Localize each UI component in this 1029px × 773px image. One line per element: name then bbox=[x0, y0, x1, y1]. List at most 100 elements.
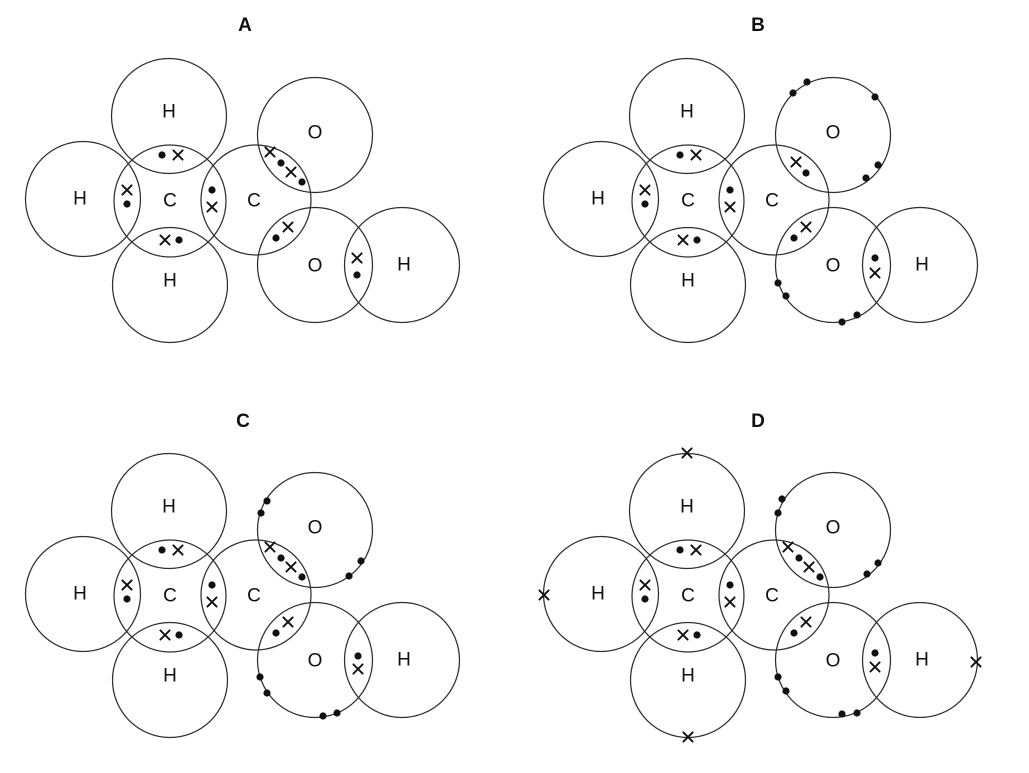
electron-cross bbox=[782, 541, 794, 553]
electron-cross bbox=[285, 166, 297, 178]
electron-dot bbox=[774, 673, 782, 681]
atom-circle-o-bottom bbox=[256, 206, 374, 324]
atom-symbol-h-right: H bbox=[915, 255, 929, 276]
electron-dot bbox=[693, 631, 701, 639]
atom-symbol-h-top: H bbox=[680, 102, 694, 123]
electron-dot bbox=[256, 673, 264, 681]
atom-circle-c-left bbox=[113, 144, 227, 258]
atom-symbol-c-right: C bbox=[247, 191, 261, 212]
electron-cross bbox=[538, 589, 550, 601]
electron-dot bbox=[863, 570, 871, 578]
electron-cross bbox=[285, 561, 297, 573]
atom-circle-c-left bbox=[631, 539, 745, 653]
electron-cross bbox=[352, 663, 364, 675]
electron-cross bbox=[264, 541, 276, 553]
electron-dot bbox=[333, 709, 341, 717]
electron-cross bbox=[351, 252, 363, 264]
electron-dot bbox=[298, 573, 306, 581]
electron-cross bbox=[724, 596, 736, 608]
electron-dot bbox=[838, 710, 846, 718]
atom-circle-h-top bbox=[110, 57, 228, 175]
electron-dot bbox=[816, 573, 824, 581]
electron-dot bbox=[272, 629, 280, 637]
atom-symbol-o-top: O bbox=[308, 123, 323, 144]
atom-circle-c-right bbox=[718, 144, 830, 256]
atom-circle-o-bottom bbox=[774, 601, 892, 719]
electron-dot bbox=[774, 279, 782, 287]
electron-dot bbox=[790, 234, 798, 242]
electron-dot bbox=[790, 629, 798, 637]
atom-circle-h-right bbox=[343, 206, 461, 324]
electron-cross bbox=[800, 616, 812, 628]
electron-dot bbox=[208, 186, 216, 194]
atom-symbol-h-right: H bbox=[915, 650, 929, 671]
electron-dot bbox=[272, 234, 280, 242]
electron-cross bbox=[282, 616, 294, 628]
atom-circle-c-right bbox=[200, 539, 312, 651]
atom-symbol-h-left: H bbox=[591, 584, 605, 605]
electron-dot bbox=[774, 509, 782, 517]
electron-cross bbox=[869, 267, 881, 279]
atom-circle-h-left bbox=[24, 140, 142, 258]
electron-dot bbox=[789, 89, 797, 97]
electron-dot bbox=[357, 557, 365, 565]
atom-circle-o-bottom bbox=[774, 206, 892, 324]
diagram-label-d: D bbox=[751, 411, 765, 432]
electron-cross bbox=[206, 596, 218, 608]
electron-dot bbox=[123, 595, 131, 603]
electron-cross bbox=[121, 184, 133, 196]
electron-dot bbox=[871, 649, 879, 657]
atom-circle-o-top bbox=[774, 471, 892, 589]
electron-dot bbox=[853, 709, 861, 717]
electron-dot bbox=[298, 178, 306, 186]
atom-symbol-c-right: C bbox=[247, 586, 261, 607]
atom-symbol-o-top: O bbox=[308, 518, 323, 539]
electron-dot bbox=[354, 652, 362, 660]
electron-dot bbox=[782, 687, 790, 695]
electron-dot bbox=[726, 186, 734, 194]
electron-cross bbox=[282, 221, 294, 233]
electron-dot bbox=[263, 689, 271, 697]
electron-dot bbox=[175, 236, 183, 244]
electron-dot bbox=[874, 559, 882, 567]
atom-circle-o-top bbox=[774, 76, 892, 194]
electron-cross bbox=[790, 156, 802, 168]
atom-symbol-h-left: H bbox=[591, 189, 605, 210]
atom-circle-c-left bbox=[631, 144, 745, 258]
electron-cross bbox=[681, 447, 693, 459]
atom-circle-o-bottom bbox=[256, 601, 374, 719]
atom-symbol-o-top: O bbox=[826, 123, 841, 144]
electron-dot bbox=[726, 581, 734, 589]
electron-cross bbox=[677, 629, 689, 641]
atom-symbol-o-bottom: O bbox=[308, 256, 323, 277]
electron-dot bbox=[874, 161, 882, 169]
electron-cross bbox=[639, 184, 651, 196]
electron-dot bbox=[676, 546, 684, 554]
electron-dot bbox=[853, 311, 861, 319]
atom-symbol-h-bottom: H bbox=[163, 271, 177, 292]
atom-symbol-c-left: C bbox=[163, 191, 177, 212]
diagram-label-a: A bbox=[238, 15, 252, 36]
atom-circle-h-left bbox=[24, 535, 142, 653]
atom-symbol-h-bottom: H bbox=[163, 666, 177, 687]
electron-dot bbox=[175, 631, 183, 639]
electron-dot bbox=[257, 509, 265, 517]
electron-dot bbox=[277, 159, 285, 167]
electron-dot bbox=[345, 572, 353, 580]
electron-cross bbox=[690, 149, 702, 161]
electron-cross bbox=[639, 579, 651, 591]
electron-cross bbox=[682, 731, 694, 743]
electron-dot bbox=[802, 169, 810, 177]
atom-circle-h-bottom bbox=[111, 621, 229, 739]
atom-symbol-h-bottom: H bbox=[681, 666, 695, 687]
atom-symbol-c-right: C bbox=[765, 586, 779, 607]
atom-circle-h-top bbox=[628, 57, 746, 175]
electron-dot bbox=[676, 151, 684, 159]
atom-symbol-h-bottom: H bbox=[681, 271, 695, 292]
electron-cross bbox=[800, 221, 812, 233]
electron-cross bbox=[159, 629, 171, 641]
electron-dot bbox=[641, 595, 649, 603]
